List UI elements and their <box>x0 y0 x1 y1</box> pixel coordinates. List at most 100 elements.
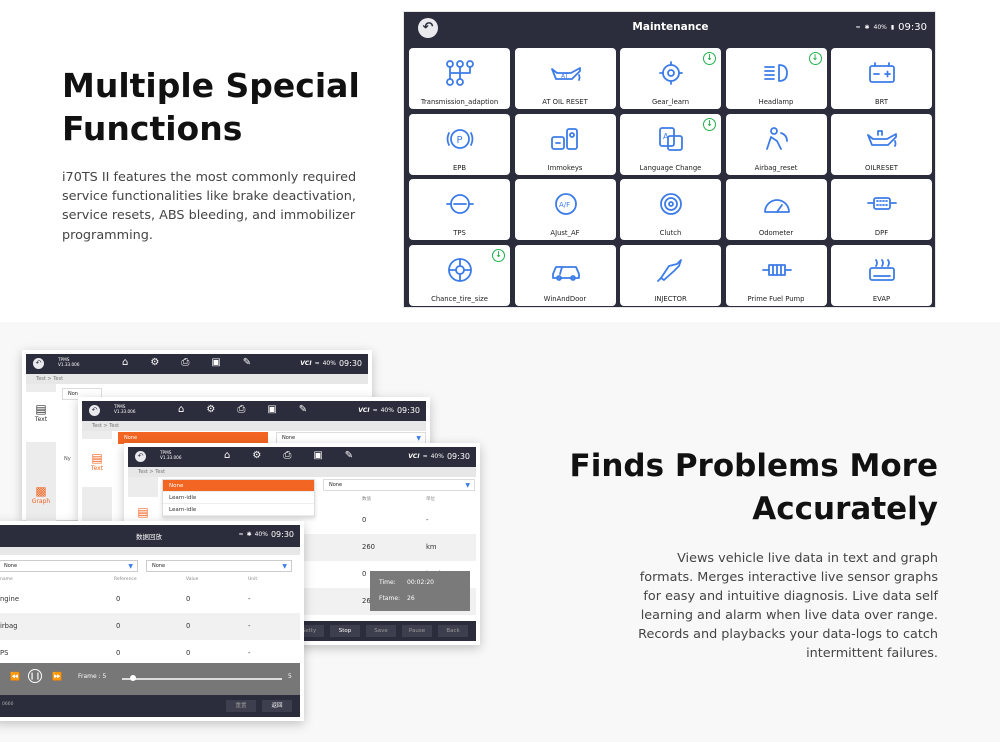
function-tile[interactable]: Chance_tire_size↓ <box>409 244 510 306</box>
function-tile[interactable]: Gear_learn↓ <box>620 48 721 109</box>
battery-level: 40% <box>322 360 336 367</box>
breadcrumb: Test > Test <box>82 421 426 431</box>
battery-level: 40% <box>380 407 394 414</box>
playback-select-2[interactable]: None▼ <box>146 560 292 572</box>
function-tile[interactable]: DPF <box>831 179 932 240</box>
tire-icon <box>448 257 472 282</box>
function-tile-label: INJECTOR <box>654 294 687 303</box>
edit-icon[interactable]: ✎ <box>298 404 308 415</box>
view-sidebar: ▤ Text ▩ Graph <box>26 384 56 524</box>
select-right[interactable]: None▼ <box>323 479 475 491</box>
image-icon[interactable]: ▣ <box>313 450 323 461</box>
maintenance-title: Maintenance <box>632 21 709 33</box>
rewind-icon[interactable]: ⏪ <box>10 672 20 681</box>
frame-label: Frame : 5 <box>78 673 107 680</box>
image-icon[interactable]: ▣ <box>211 357 221 368</box>
battery-icon <box>869 62 895 83</box>
bluetooth-icon: ✱ <box>864 24 870 31</box>
frame-slider-handle[interactable] <box>130 675 136 681</box>
row-value: 260 <box>362 597 375 605</box>
function-tile[interactable]: Odometer <box>725 179 827 240</box>
function-tile[interactable]: Clutch <box>620 179 721 240</box>
text-doc-icon: ▤ <box>35 402 47 416</box>
home-icon[interactable]: ⌂ <box>122 357 129 368</box>
select-right-value: None <box>282 435 296 441</box>
dropdown-option[interactable]: None <box>163 480 314 492</box>
playback-select-1[interactable]: None▼ <box>0 560 138 572</box>
gear-learn-icon <box>659 61 683 85</box>
section1-title: Multiple Special Functions <box>62 64 382 150</box>
stop-button[interactable]: Stop <box>330 625 360 637</box>
function-tile-label: Prime Fuel Pump <box>747 294 805 303</box>
playback-footer: 0660 重置 返回 <box>0 695 300 717</box>
home-icon[interactable]: ⌂ <box>224 450 231 461</box>
image-icon[interactable]: ▣ <box>267 404 277 415</box>
tab-text-label: Text <box>90 465 104 472</box>
print-icon[interactable]: ⎙ <box>181 357 190 368</box>
settings-icon[interactable]: ⚙ <box>150 357 160 368</box>
playback-header: name Reference Value Unit <box>0 575 300 585</box>
function-tile[interactable]: Prime Fuel Pump <box>725 244 827 306</box>
back-button[interactable]: Back <box>438 625 468 637</box>
chevron-down-icon: ▼ <box>128 563 133 570</box>
pause-button[interactable]: Pause <box>402 625 432 637</box>
function-tile-label: Clutch <box>659 229 682 237</box>
row-value: 0 <box>362 516 367 524</box>
function-tile-label: AT OIL RESET <box>542 98 588 106</box>
back-icon[interactable]: ↶ <box>89 405 100 416</box>
tab-text[interactable]: ▤ Text <box>82 439 112 487</box>
back-icon[interactable]: ↶ <box>135 451 146 462</box>
clock: 09:30 <box>898 22 927 33</box>
tab-graph[interactable]: ▩ Graph <box>26 474 56 524</box>
edit-icon[interactable]: ✎ <box>344 450 354 461</box>
print-icon[interactable]: ⎙ <box>237 404 246 415</box>
settings-icon[interactable]: ⚙ <box>252 450 262 461</box>
car-door-icon <box>551 265 580 281</box>
toolbar-icons: ⌂ ⚙ ⎙ ▣ ✎ <box>224 450 353 461</box>
tab-text[interactable]: ▤ Text <box>26 392 56 442</box>
select-right-value: None <box>329 482 343 488</box>
fast-forward-icon[interactable]: ⏩ <box>52 672 62 681</box>
print-icon[interactable]: ⎙ <box>283 450 292 461</box>
function-tile[interactable]: INJECTOR <box>620 244 721 306</box>
function-tile-label: WinAndDoor <box>543 294 587 303</box>
function-tile[interactable]: BRT <box>831 48 932 109</box>
dropdown-option[interactable]: Learn-idle <box>163 504 314 516</box>
function-tile[interactable]: Immokeys <box>514 113 616 175</box>
dropdown-option[interactable]: Learn-idle <box>163 492 314 504</box>
edit-icon[interactable]: ✎ <box>242 357 252 368</box>
window-status: VCI ≈ 40% 09:30 <box>358 406 420 415</box>
clock: 09:30 <box>338 359 362 368</box>
reset-button[interactable]: 重置 <box>226 700 256 712</box>
table-row: PS 0 0 - <box>0 640 300 667</box>
row-unit: - <box>248 649 251 657</box>
back-icon[interactable]: ↶ <box>418 18 438 38</box>
function-tile[interactable]: TPS <box>409 179 510 240</box>
frame-slider-track[interactable] <box>122 678 282 680</box>
table-row: 0 - <box>316 507 476 534</box>
function-tile[interactable]: Headlamp↓ <box>725 48 827 109</box>
return-button[interactable]: 返回 <box>262 700 292 712</box>
graph-tooltip: Time:00:02:20 Ftame:26 <box>370 571 470 611</box>
settings-icon[interactable]: ⚙ <box>206 404 216 415</box>
function-tile[interactable]: WinAndDoor <box>514 244 616 306</box>
function-tile[interactable]: Transmission_adaption <box>409 48 510 109</box>
throttle-icon <box>446 194 474 214</box>
section2-title-line2: Accurately <box>752 491 938 527</box>
back-icon[interactable]: ↶ <box>33 358 44 369</box>
function-tile[interactable]: Airbag_reset <box>725 113 827 175</box>
pause-icon[interactable]: ❙❙ <box>28 669 42 683</box>
function-tile[interactable]: EVAP <box>831 244 932 306</box>
header-reference: Reference <box>114 577 137 582</box>
playback-select-2-value: None <box>152 563 166 569</box>
save-button[interactable]: Save <box>366 625 396 637</box>
function-tile[interactable]: OILRESET <box>831 113 932 175</box>
home-icon[interactable]: ⌂ <box>178 404 185 415</box>
